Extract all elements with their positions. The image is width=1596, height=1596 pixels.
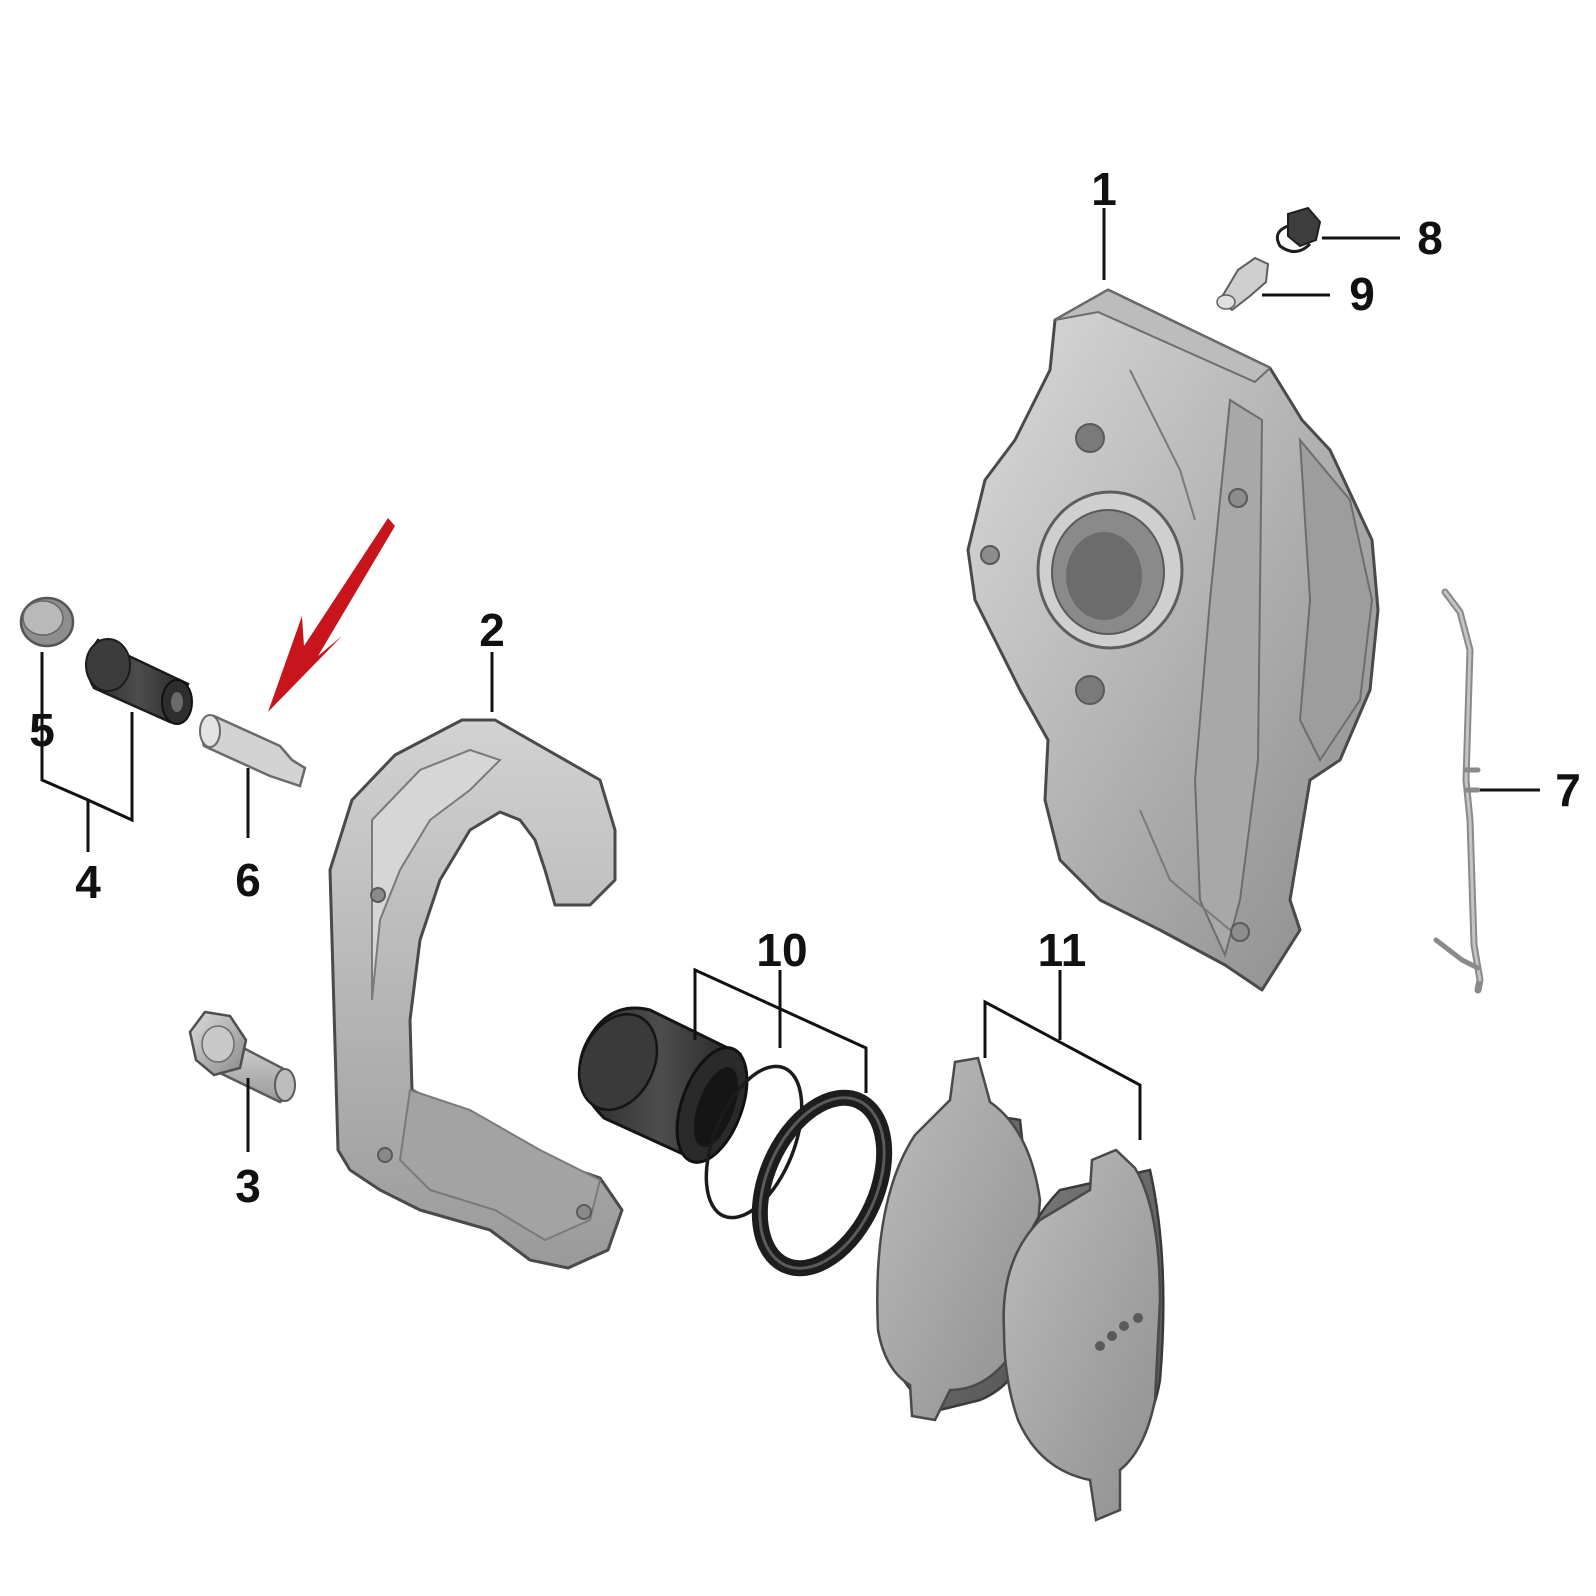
callout-10: 10 xyxy=(756,924,807,976)
callout-8: 8 xyxy=(1417,212,1443,264)
leader-11-bracket xyxy=(983,999,1142,1140)
guide-pin xyxy=(199,714,307,788)
bleeder-cap xyxy=(1275,206,1322,253)
carrier-bolt xyxy=(188,1010,296,1104)
callout-5: 5 xyxy=(29,704,55,756)
callout-labels: 1 2 3 4 5 6 7 8 9 10 11 xyxy=(29,163,1581,1212)
dust-cap xyxy=(19,596,75,648)
callout-1: 1 xyxy=(1091,163,1117,215)
leader-4 xyxy=(87,712,134,823)
brake-pad-inner xyxy=(1002,1148,1165,1522)
caliper-carrier xyxy=(328,718,624,1270)
callout-3: 3 xyxy=(235,1160,261,1212)
highlight-arrow xyxy=(268,518,395,712)
guide-sleeve xyxy=(85,638,193,725)
callout-7: 7 xyxy=(1555,764,1581,816)
callout-11: 11 xyxy=(1038,924,1087,976)
callout-4: 4 xyxy=(75,856,101,908)
callout-6: 6 xyxy=(235,854,261,906)
brake-pad-outer xyxy=(876,1056,1042,1422)
piston-seal-kit xyxy=(577,1006,893,1277)
bleeder-valve xyxy=(1216,256,1270,312)
callout-9: 9 xyxy=(1349,268,1375,320)
callout-2: 2 xyxy=(479,604,505,656)
caliper-housing xyxy=(966,288,1380,992)
leader-5 xyxy=(40,652,90,852)
leader-lines xyxy=(40,208,1540,1152)
anti-rattle-spring xyxy=(1433,588,1484,994)
